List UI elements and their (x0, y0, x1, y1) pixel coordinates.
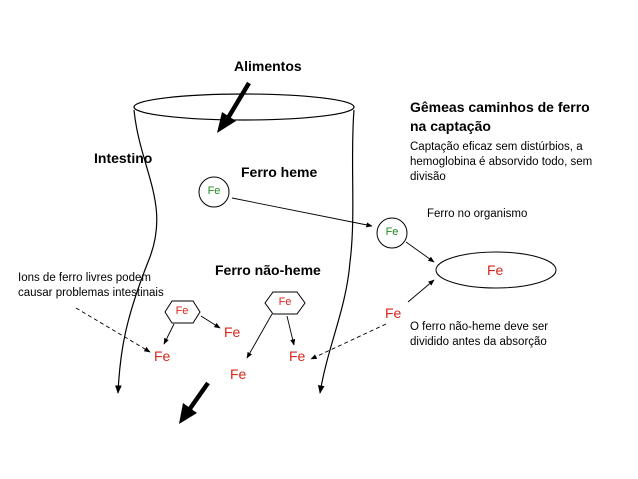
heme-to-absorbed-arrow (231, 197, 373, 228)
intestine-opening (133, 93, 355, 121)
absorbed-heme-iron-symbol: Fe (385, 226, 399, 238)
heme-iron-symbol: Fe (207, 185, 221, 197)
food-arrow (217, 81, 251, 133)
heme-iron-circle (198, 176, 230, 208)
non-heme-division-note: O ferro não-heme deve ser dividido antes… (410, 321, 549, 348)
organism-iron-symbol: Fe (487, 262, 504, 278)
ions-dashed-leader (75, 307, 151, 353)
intestine-right-wall (317, 109, 355, 394)
absorbed-non-heme-iron: Fe (385, 305, 402, 321)
free-iron-ion: Fe (224, 324, 241, 340)
absorbed-heme-circle (376, 217, 408, 249)
diagram-title: Gêmeas caminhos de ferro na captação (410, 99, 590, 134)
free-iron-ion: Fe (230, 366, 247, 382)
divide-dashed-leader (310, 323, 387, 360)
non-heme-hexagon-right (264, 291, 306, 315)
splitting-arrows (163, 313, 296, 359)
free-iron-ion: Fe (289, 348, 306, 364)
non-heme-iron-label: Ferro não-heme (215, 262, 321, 278)
absorbed-heme-to-body-arrow (405, 241, 435, 263)
organism-iron-ellipse (435, 251, 557, 289)
free-ions-note: Ions de ferro livres podem causar proble… (18, 272, 164, 299)
intestine-left-wall (114, 109, 158, 394)
efficient-uptake-note: Captação eficaz sem distúrbios, a hemogl… (410, 141, 593, 183)
hexagon-right-iron-symbol: Fe (278, 296, 292, 308)
excretion-arrow (179, 381, 210, 424)
non-heme-hexagon-left (164, 300, 201, 324)
food-label: Alimentos (234, 58, 302, 74)
hexagon-left-iron-symbol: Fe (175, 305, 189, 317)
heme-iron-label: Ferro heme (241, 164, 318, 180)
free-iron-ion: Fe (154, 348, 171, 364)
intestine-label: Intestino (94, 150, 153, 166)
organism-iron-label: Ferro no organismo (427, 208, 528, 220)
non-heme-to-body-arrow (407, 279, 435, 303)
